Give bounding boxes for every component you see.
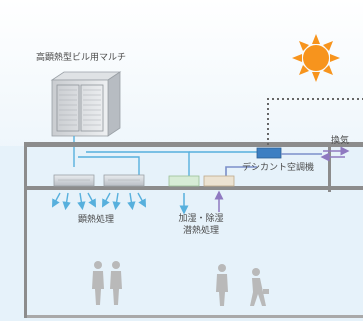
supply-duct (225, 166, 257, 176)
roof-slab (24, 142, 363, 147)
desiccant-unit (256, 147, 282, 159)
ceiling-slab (24, 186, 363, 190)
outdoor-unit (50, 71, 122, 137)
person-icon (110, 261, 122, 305)
desiccant-label: デシカント空調機 (242, 163, 315, 173)
latent-label-line2: 潜熱処理 (182, 226, 219, 236)
airflow-arrows (51, 192, 147, 211)
sensible-label: 顕熱処理 (78, 215, 115, 225)
humidifier-unit-2 (203, 175, 235, 187)
floor-line (24, 315, 363, 318)
indoor-unit-2 (103, 174, 145, 187)
people-silhouettes (92, 261, 269, 306)
sun-icon (292, 34, 340, 82)
indoor-unit-1 (53, 174, 95, 187)
humidifier-unit-1 (168, 175, 200, 187)
left-wall (24, 142, 27, 318)
person-walking-icon (250, 268, 269, 306)
person-icon (216, 264, 228, 306)
outdoor-unit-label: 高顕熱型ビル用マルチ (36, 53, 127, 63)
ventilation-arrows (320, 146, 350, 162)
right-column (328, 142, 331, 192)
ventilation-label: 換気 (331, 136, 350, 146)
latent-label-line1: 加湿・除湿 (178, 214, 224, 224)
person-icon (92, 261, 104, 305)
outside-air-duct (267, 98, 363, 150)
